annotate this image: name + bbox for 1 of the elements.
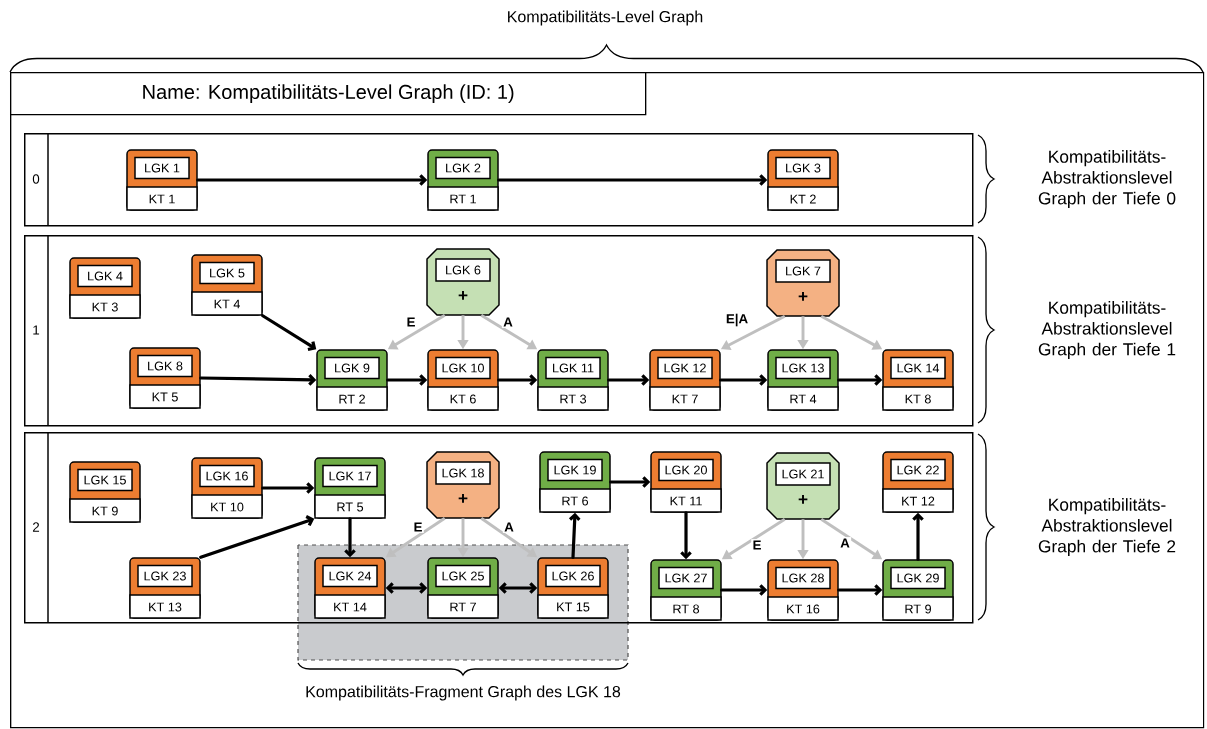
graph-title: Kompatibilitäts-Level Graph bbox=[508, 10, 703, 26]
